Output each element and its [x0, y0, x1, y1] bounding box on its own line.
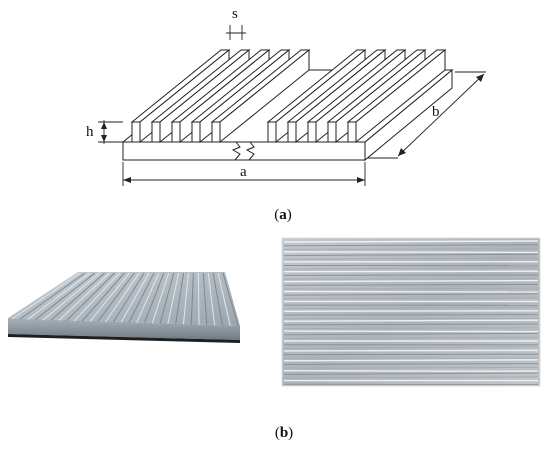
top-view-groove-line — [283, 366, 539, 369]
photo-groove-line — [66, 272, 115, 322]
photo-groove-line — [175, 272, 185, 325]
photo-groove-line — [197, 272, 200, 325]
fin-left-5 — [210, 48, 311, 144]
top-view-groove-line — [283, 332, 539, 336]
photo-groove-line — [159, 272, 175, 324]
break-symbol — [231, 141, 241, 161]
dim-label-s: s — [232, 6, 238, 22]
photo-groove-line — [167, 272, 180, 324]
top-view-groove-line — [283, 283, 539, 286]
top-view-groove-line — [283, 240, 539, 243]
plate-photo-shadow — [8, 334, 240, 343]
top-view-groove-line — [283, 248, 539, 250]
top-view-groove-line — [283, 310, 539, 312]
photo-groove-line — [97, 272, 135, 322]
top-view-groove-line — [283, 253, 539, 257]
plate-top-view-grooves — [283, 240, 539, 385]
photo-groove-line — [50, 272, 105, 321]
photo-groove-line — [19, 272, 86, 320]
photo-groove-line — [120, 272, 150, 323]
dim-label-a: a — [240, 164, 247, 180]
top-view-groove-line — [283, 266, 539, 270]
top-view-groove-line — [283, 319, 539, 322]
top-view-groove-line — [283, 372, 539, 375]
dim-b-line — [397, 73, 485, 157]
photo-groove-line — [217, 272, 231, 326]
photo-groove-line — [42, 272, 101, 321]
top-view-groove-line — [283, 297, 539, 300]
photo-groove-line — [144, 272, 165, 324]
top-view-groove-line — [283, 287, 539, 290]
dim-label-b: b — [432, 104, 440, 120]
top-view-groove-line — [283, 336, 539, 339]
photo-groove-line — [58, 272, 110, 321]
dim-label-h: h — [86, 124, 94, 140]
panel-label-a: (a) — [274, 207, 292, 223]
plate-photo-front-edge — [8, 318, 240, 340]
dimension-lines — [98, 25, 486, 186]
fin-right-5 — [346, 48, 447, 144]
top-view-groove-line — [283, 370, 539, 372]
top-view-groove-line — [283, 346, 539, 349]
top-view-groove-line — [283, 323, 539, 326]
top-view-groove-line — [283, 244, 539, 247]
top-view-groove-line — [283, 306, 539, 310]
top-view-groove-line — [283, 359, 539, 362]
photo-groove-line — [105, 272, 140, 323]
top-view-groove-line — [283, 376, 539, 379]
plate-photo-top-view — [281, 237, 541, 387]
photo-groove-line — [27, 272, 91, 320]
photo-groove-line — [112, 272, 145, 323]
break-symbol-2 — [245, 141, 255, 161]
schematic-drawing — [121, 48, 454, 162]
top-view-groove-line — [283, 251, 539, 254]
photo-groove-line — [128, 272, 155, 323]
top-view-groove-line — [283, 257, 539, 260]
top-view-groove-line — [283, 327, 539, 330]
fins-right-group — [266, 48, 447, 144]
top-view-groove-line — [283, 270, 539, 273]
photo-groove-line — [73, 272, 120, 322]
photo-groove-line — [222, 272, 239, 327]
photo-groove-line — [202, 272, 208, 326]
photo-groove-line — [11, 272, 81, 320]
photo-groove-line — [89, 272, 130, 322]
top-view-groove-line — [283, 290, 539, 293]
top-view-groove-line — [283, 330, 539, 333]
panel-label-b: (b) — [274, 425, 294, 441]
photo-groove-line — [190, 272, 194, 325]
top-view-groove-line — [283, 279, 539, 283]
base-front-face — [122, 141, 366, 161]
photo-groove-line — [35, 272, 96, 321]
fins-left-group — [130, 48, 311, 144]
dimension-arrows — [101, 74, 484, 183]
top-view-groove-line — [283, 349, 539, 352]
plate-photo-perspective — [8, 272, 240, 343]
photo-groove-line — [81, 272, 125, 322]
plate-photo-grooves — [11, 272, 239, 327]
photo-groove-line — [182, 272, 189, 325]
photo-groove-line — [212, 272, 223, 326]
photo-groove-line — [151, 272, 170, 324]
photo-groove-line — [207, 272, 216, 326]
photo-groove-line — [136, 272, 160, 324]
top-view-groove-line — [283, 293, 539, 296]
top-view-groove-line — [283, 363, 539, 365]
